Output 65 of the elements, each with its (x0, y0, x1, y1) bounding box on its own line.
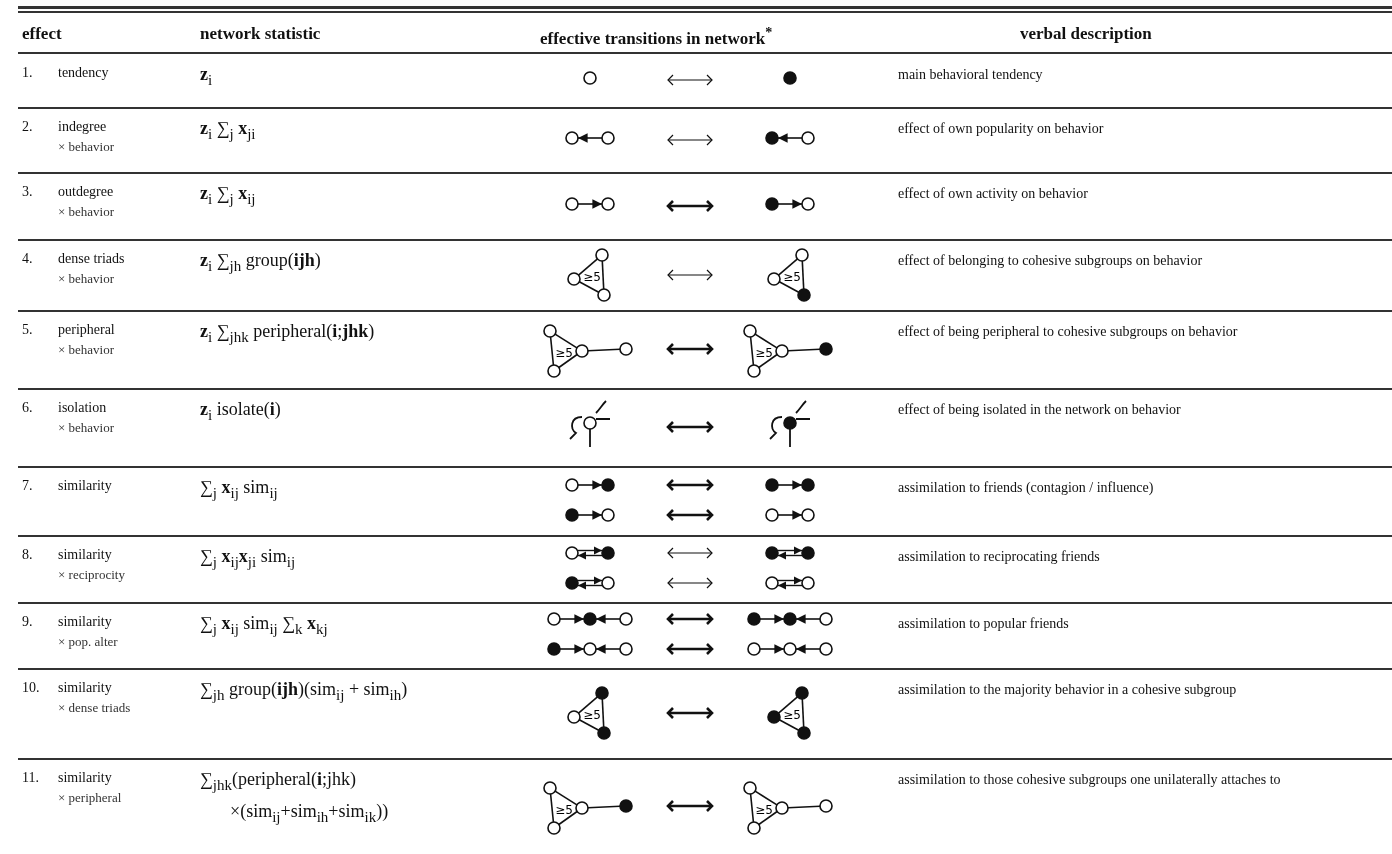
statistic-formula: z$_{i}$ (200, 63, 213, 90)
group-size-label: ≥5 (783, 708, 801, 722)
row-number: 9. (22, 614, 33, 630)
group-size-label: ≥5 (555, 803, 573, 817)
statistic-formula: ∑$_{j}$ x$_{ij}$x$_{ji}$ sim$_{ij}$ (200, 545, 296, 572)
effect-name: peripheral (58, 322, 115, 338)
row-number: 2. (22, 119, 33, 135)
group-size-label: ≥5 (583, 708, 601, 722)
effect-interaction: × dense triads (58, 700, 131, 716)
effect-interaction: × reciprocity (58, 567, 125, 583)
statistic-formula: z$_{i}$ ∑$_{jh}$ group(ijh) (200, 249, 321, 276)
verbal-description: effect of being peripheral to cohesive subgroups on behavior (898, 323, 1239, 341)
effect-interaction: × behavior (58, 139, 115, 155)
effect-name: similarity (58, 680, 112, 696)
row-number: 7. (22, 478, 33, 494)
effect-interaction: × pop. alter (58, 634, 118, 650)
row-number: 8. (22, 547, 33, 563)
column-header: effective transitions in network$^{*}$ (540, 24, 773, 49)
effect-name: outdegree (58, 184, 114, 200)
row-number: 4. (22, 251, 33, 267)
column-header: verbal description (1020, 24, 1152, 44)
statistic-formula: ∑$_{jh}$ group(ijh)(sim$_{ij}$ + sim$_{ih}$) (200, 678, 408, 705)
group-size-label: ≥5 (583, 269, 601, 284)
verbal-description: effect of being isolated in the network on behavior (898, 401, 1182, 419)
verbal-description: effect of belonging to cohesive subgroups on behavior (898, 252, 1204, 270)
column-header: network statistic (200, 24, 321, 44)
verbal-description: assimilation to those cohesive subgroups one unilaterally attaches to (898, 771, 1282, 789)
effect-name: similarity (58, 547, 112, 563)
statistic-formula: z$_{i}$ ∑$_{jhk}$ peripheral(i;jhk) (200, 320, 375, 347)
group-size-label: ≥5 (783, 269, 801, 284)
row-number: 3. (22, 184, 33, 200)
row-number: 11. (22, 770, 39, 786)
statistic-formula: ∑$_{jhk}$(peripheral(i;jhk) ×(sim$_{ij}$+sim$_{ih}$+sim$_{ik}$)) (200, 768, 390, 827)
row-number: 10. (22, 680, 40, 696)
column-header: effect (22, 24, 62, 44)
effect-name: indegree (58, 119, 107, 135)
group-size-label: ≥5 (555, 346, 573, 360)
row-number: 1. (22, 65, 33, 81)
verbal-description: main behavioral tendency (898, 66, 1044, 84)
verbal-description: effect of own popularity on behavior (898, 120, 1105, 138)
effect-interaction: × behavior (58, 342, 115, 358)
statistic-formula: z$_{i}$ ∑$_{j}$ x$_{ji}$ (200, 117, 256, 144)
row-number: 5. (22, 322, 33, 338)
statistic-formula: z$_{i}$ isolate(i) (200, 398, 281, 425)
effect-name: similarity (58, 614, 112, 630)
verbal-description: assimilation to reciprocating friends (898, 548, 1101, 566)
verbal-description: assimilation to the majority behavior in a cohesive subgroup (898, 681, 1238, 699)
verbal-description: assimilation to friends (contagion / influence) (898, 479, 1155, 497)
effect-interaction: × behavior (58, 271, 115, 287)
row-number: 6. (22, 400, 33, 416)
group-size-label: ≥5 (755, 346, 773, 360)
effect-name: tendency (58, 65, 109, 81)
effect-name: similarity (58, 478, 112, 494)
effect-name: dense triads (58, 251, 125, 267)
effect-name: isolation (58, 400, 107, 416)
verbal-description: effect of own activity on behavior (898, 185, 1089, 203)
group-size-label: ≥5 (755, 803, 773, 817)
verbal-description: assimilation to popular friends (898, 615, 1070, 633)
effect-interaction: × behavior (58, 420, 115, 436)
effect-name: similarity (58, 770, 112, 786)
statistic-formula: ∑$_{j}$ x$_{ij}$ sim$_{ij}$ (200, 476, 278, 503)
effect-interaction: × behavior (58, 204, 115, 220)
statistic-formula: ∑$_{j}$ x$_{ij}$ sim$_{ij}$ ∑$_{k}$ x$_{kj}$ (200, 612, 328, 639)
effect-interaction: × peripheral (58, 790, 122, 806)
statistic-formula: z$_{i}$ ∑$_{j}$ x$_{ij}$ (200, 182, 256, 209)
